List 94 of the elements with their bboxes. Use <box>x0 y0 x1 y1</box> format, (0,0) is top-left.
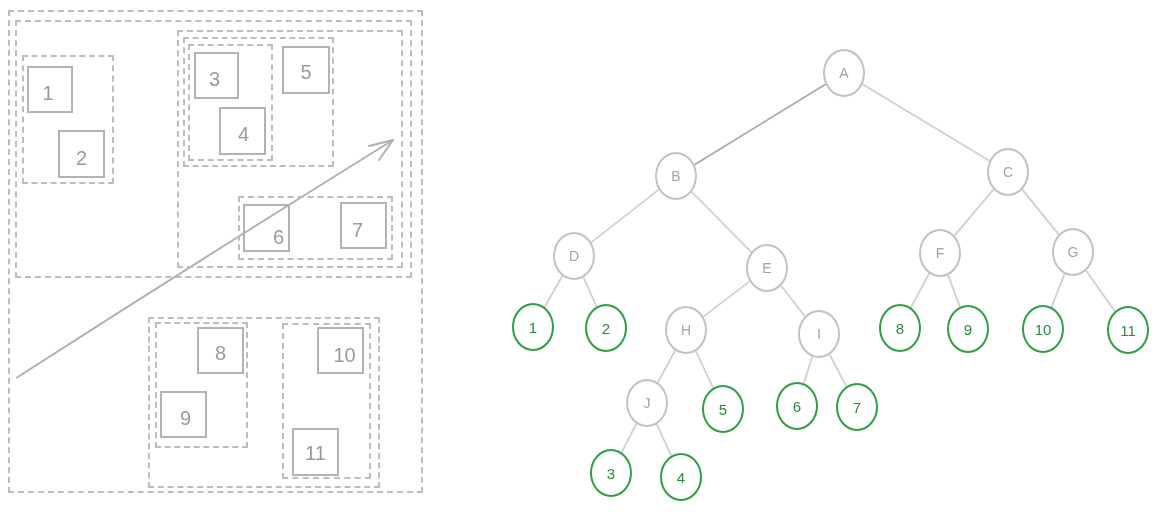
bounding-box <box>148 317 380 488</box>
leaf-node <box>879 304 921 352</box>
tree-edge <box>828 353 848 388</box>
leaf-number: 2 <box>601 320 611 336</box>
box-number: 5 <box>300 62 312 82</box>
leaf-number: 5 <box>718 401 728 417</box>
tree-edge <box>620 422 638 454</box>
tree-node <box>665 306 707 354</box>
entry-box <box>219 107 266 155</box>
tree-node <box>553 232 595 280</box>
node-label: C <box>1002 165 1014 179</box>
leaf-node <box>590 449 632 497</box>
entry-box <box>243 204 290 252</box>
leaf-node <box>836 383 878 431</box>
bounding-box <box>155 322 248 448</box>
entry-box <box>292 428 339 476</box>
entry-box <box>340 202 387 249</box>
node-label: J <box>643 396 651 410</box>
tree-node <box>987 148 1029 196</box>
leaf-node <box>776 382 818 430</box>
bounding-box <box>177 30 403 268</box>
tree-edge <box>655 423 673 457</box>
tree-edge <box>690 191 753 253</box>
tree-edge <box>657 349 676 384</box>
leaf-number: 9 <box>963 321 973 337</box>
box-number: 7 <box>351 219 364 240</box>
leaf-node <box>1107 306 1149 354</box>
tree-edge <box>590 188 660 244</box>
node-label: B <box>671 169 681 183</box>
bounding-box <box>8 10 423 493</box>
leaf-node <box>585 304 627 352</box>
tree-node <box>626 379 668 427</box>
box-number: 1 <box>42 82 54 103</box>
tree-edge <box>1021 188 1060 236</box>
box-number: 2 <box>75 148 88 168</box>
leaf-number: 3 <box>606 465 616 481</box>
bounding-box <box>183 37 334 167</box>
node-label: E <box>762 261 772 275</box>
leaf-number: 7 <box>852 399 862 415</box>
tree-edge <box>861 83 991 162</box>
leaf-number: 6 <box>792 398 802 414</box>
entry-box <box>27 66 73 113</box>
box-number: 9 <box>179 407 192 428</box>
tree-edge <box>947 274 961 308</box>
node-label: G <box>1067 245 1079 259</box>
entry-box <box>197 327 244 374</box>
leaf-number: 10 <box>1034 321 1052 337</box>
tree-node <box>1052 228 1094 276</box>
tree-node <box>655 152 697 200</box>
node-label: H <box>680 323 692 337</box>
tree-edge <box>910 272 930 309</box>
bounding-box <box>15 20 412 278</box>
box-number: 11 <box>305 443 326 463</box>
tree-node <box>919 229 961 277</box>
node-label: I <box>817 327 821 341</box>
box-number: 4 <box>237 124 250 144</box>
leaf-node <box>660 453 702 501</box>
tree-node <box>823 49 865 97</box>
tree-edge <box>693 83 827 166</box>
entry-box <box>58 130 105 178</box>
node-label: F <box>935 246 945 260</box>
tree-edge <box>1050 273 1066 308</box>
leaf-node <box>512 303 554 351</box>
tree-node <box>746 244 788 292</box>
tree-edge <box>953 188 995 237</box>
leaf-node <box>947 305 989 353</box>
leaf-node <box>1022 305 1064 353</box>
leaf-number: 11 <box>1120 322 1136 338</box>
entry-box <box>317 327 364 374</box>
node-label: D <box>568 249 580 263</box>
box-number: 8 <box>214 342 227 363</box>
tree-edge <box>1085 269 1116 313</box>
box-number: 3 <box>208 68 221 89</box>
entry-box <box>160 391 207 438</box>
tree-edge <box>695 350 714 389</box>
tree-edge <box>543 275 564 308</box>
leaf-number: 4 <box>676 469 686 485</box>
box-number: 10 <box>333 344 356 365</box>
bounding-box <box>188 44 273 161</box>
entry-box <box>194 52 239 99</box>
tree-node <box>798 310 840 358</box>
entry-box <box>282 46 330 94</box>
leaf-number: 1 <box>528 319 538 335</box>
tree-edge <box>702 280 751 318</box>
tree-edge <box>803 355 813 385</box>
box-number: 6 <box>272 227 285 247</box>
bounding-box <box>238 196 393 260</box>
leaf-number: 8 <box>895 320 905 336</box>
tree-edge <box>582 276 598 308</box>
bounding-box <box>22 55 114 184</box>
node-label: A <box>839 66 849 80</box>
tree-edge <box>780 284 806 318</box>
bounding-box <box>282 323 371 479</box>
leaf-node <box>702 385 744 433</box>
